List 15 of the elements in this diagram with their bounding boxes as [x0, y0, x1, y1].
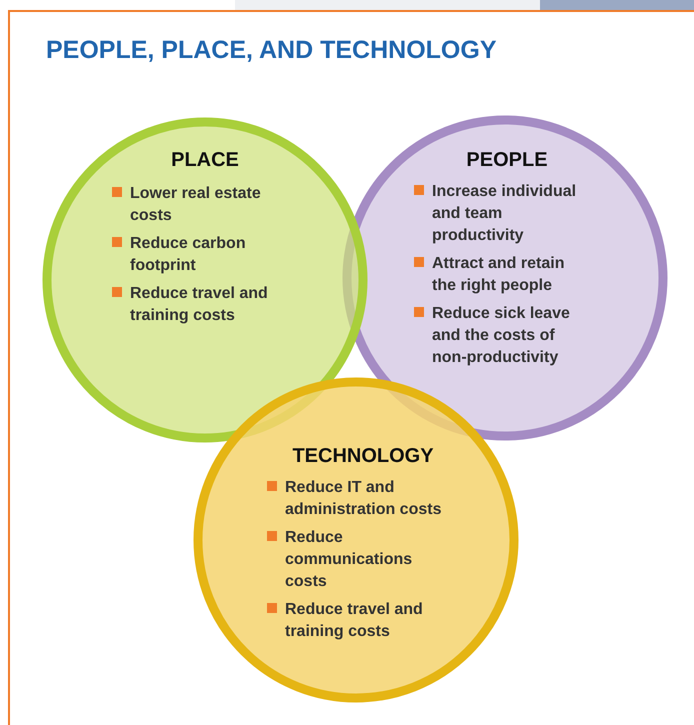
bullet-text: Reduce IT and administration costs: [285, 478, 442, 520]
bullet-text: Reduce communications costs: [285, 528, 414, 592]
diagram-title: PEOPLE, PLACE, AND TECHNOLOGY: [46, 36, 497, 65]
bullet-text: Reduce sick leave and the costs of non-productivity: [432, 304, 571, 368]
bullet-text: Reduce travel and training costs: [285, 600, 424, 642]
circle-heading: PLACE: [171, 149, 239, 172]
bullet-text: Lower real estate costs: [130, 184, 262, 226]
bullet-text: Reduce travel and training costs: [130, 284, 269, 326]
circle-heading: TECHNOLOGY: [292, 445, 434, 468]
bullet-text: Increase individual and team productivity: [432, 182, 578, 246]
circle-heading: PEOPLE: [466, 149, 548, 172]
bullet-text: Reduce carbon footprint: [130, 234, 247, 276]
venn-circle: [193, 377, 519, 703]
venn-circle: [42, 117, 368, 443]
bullet-text: Attract and retain the right people: [432, 254, 566, 296]
